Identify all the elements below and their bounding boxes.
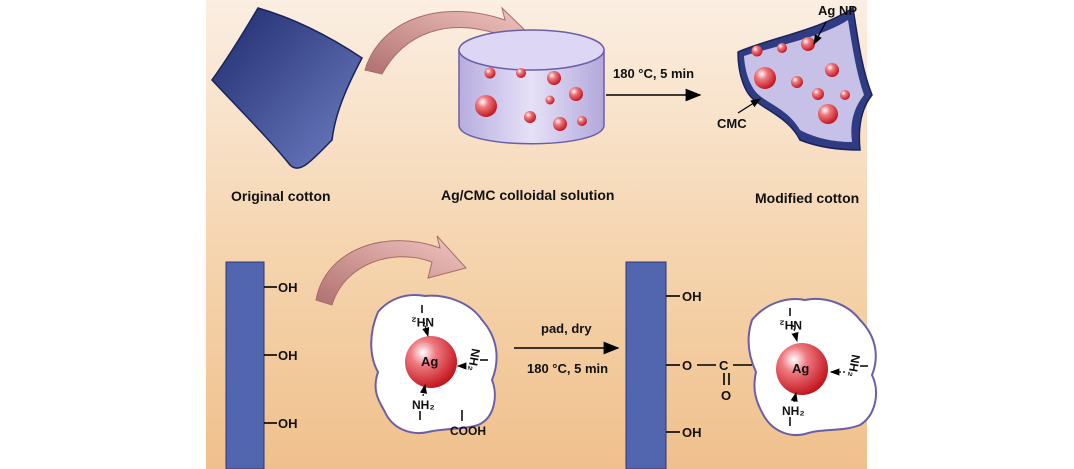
callout-ag-np-arrow [813, 21, 827, 46]
hydroxyl-groups-left: OH OH OH [264, 280, 298, 431]
silver-particle [545, 95, 555, 105]
label-original-cotton: Original cotton [231, 188, 331, 204]
svg-text:OH: OH [278, 280, 298, 295]
svg-text:OH: OH [278, 416, 298, 431]
amine-right-left: NH₂ [465, 347, 483, 372]
condition-bottom: 180 °C, 5 min [527, 361, 608, 376]
curved-arrow-bottom [315, 235, 467, 306]
silver-particle [516, 68, 526, 78]
amine-top-left: NH₂ [411, 315, 434, 329]
callout-cmc: CMC [717, 116, 747, 131]
silver-core-right [776, 343, 828, 395]
callout-cmc-arrow [737, 98, 762, 114]
amine-bottom-right: NH₂ [782, 404, 805, 418]
silver-particle [484, 67, 496, 79]
svg-text:O: O [682, 358, 692, 373]
modified-cotton-fabric [737, 6, 873, 151]
original-cotton-fabric [211, 7, 363, 169]
svg-text:OH: OH [682, 289, 702, 304]
amine-bottom-left: NH₂ [412, 398, 435, 412]
svg-text:OH: OH [682, 425, 702, 440]
condition-top: 180 °C, 5 min [613, 66, 694, 81]
silver-particle [553, 117, 567, 131]
ag-label-right: Ag [792, 361, 809, 376]
silver-particle [475, 95, 497, 117]
colloidal-solution-jar [458, 29, 605, 145]
label-colloidal-solution: Ag/CMC colloidal solution [441, 187, 614, 203]
label-modified-cotton: Modified cotton [755, 190, 859, 206]
cellulose-bar-left [225, 261, 265, 469]
amine-top-right: NH₂ [779, 318, 802, 332]
amine-right-right: NH₂ [845, 353, 863, 378]
cellulose-bar-right [625, 261, 667, 469]
hydroxyl-groups-right: OH OH [666, 289, 702, 440]
carboxyl-group: COOH [450, 424, 486, 438]
svg-text:C: C [719, 358, 729, 373]
cmc-blob-left: Ag NH₂ NH₂ NH₂ COOH [370, 294, 498, 438]
silver-particle [547, 71, 561, 85]
svg-text:O: O [721, 388, 731, 403]
ester-linkage: O C O [666, 358, 752, 403]
callout-ag-np: Ag NP [818, 3, 857, 18]
step-pad-dry: pad, dry [541, 321, 592, 336]
cmc-blob-right: Ag NH₂ NH₂ NH₂ [747, 298, 877, 436]
silver-particle [577, 116, 587, 126]
silver-particle [524, 111, 536, 123]
ag-label-left: Ag [421, 354, 438, 369]
svg-text:OH: OH [278, 348, 298, 363]
silver-particle [569, 87, 583, 101]
silver-core-left [405, 336, 457, 388]
